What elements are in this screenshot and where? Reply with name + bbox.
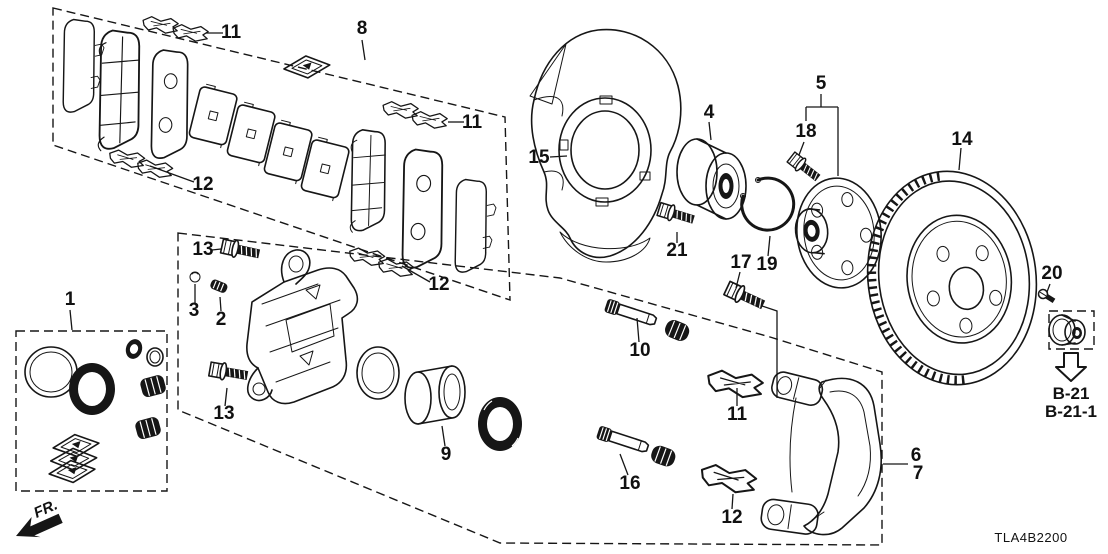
callout-4[interactable]: 4 [704,102,715,123]
front-direction-marker: FR. [16,496,63,538]
callout-5[interactable]: 5 [816,73,827,94]
callout-11-b[interactable]: 11 [462,112,483,133]
callout-6[interactable]: 6 [911,445,922,466]
callout-7[interactable]: 7 [913,463,924,484]
callout-11-c[interactable]: 11 [727,404,748,425]
callout-8[interactable]: 8 [357,18,368,39]
pad-kit-box [52,7,511,301]
drawing-code: TLA4B2200 [994,530,1067,545]
callout-18[interactable]: 18 [795,121,816,142]
part-hub-bolt-21 [655,200,697,229]
callout-13-a[interactable]: 13 [192,239,213,260]
part-pad-retainers-top-left [141,14,210,44]
part-caliper-bracket [760,371,883,536]
callout-15[interactable]: 15 [528,147,550,168]
callout-14[interactable]: 14 [951,129,973,150]
front-arrow-icon [16,513,63,538]
part-pad-retainers-bottom-right [347,245,416,280]
part-bleeder-screw [210,279,228,293]
part-snap-ring [740,176,796,232]
part-wheel-bearing [676,138,747,220]
part-retainer-12c [697,460,759,497]
part-spindle-nut [1048,314,1086,346]
callout-12-a[interactable]: 12 [192,174,213,195]
callout-11-a[interactable]: 11 [221,22,242,43]
ref-link-b21-1[interactable]: B-21-1 [1045,402,1097,421]
callout-12-b[interactable]: 12 [428,274,449,295]
see-reference-arrow [1055,352,1087,382]
part-piston-boot [478,397,522,451]
part-piston [404,365,466,425]
part-slide-pin-10 [603,297,693,344]
part-caliper-body [246,249,359,405]
callout-21[interactable]: 21 [666,240,688,261]
part-retainer-11c [704,366,765,402]
seal-kit-box [15,330,168,492]
callout-2[interactable]: 2 [216,309,227,330]
leader-lines [69,32,1051,510]
callout-10[interactable]: 10 [629,340,650,361]
callout-3[interactable]: 3 [189,300,200,321]
part-mount-bolt-17 [722,279,768,314]
callout-12-c[interactable]: 12 [721,507,742,528]
callout-16[interactable]: 16 [619,473,640,494]
part-disc-screw-20 [1037,288,1056,304]
part-brake-pad-set [58,18,499,275]
callout-17[interactable]: 17 [730,252,751,273]
part-piston-seal [356,346,400,400]
callout-1[interactable]: 1 [65,289,76,310]
part-seal-kit [24,339,166,486]
ref-link-b21[interactable]: B-21 [1053,384,1090,403]
part-flange-bolt-13b [207,359,250,385]
callout-9[interactable]: 9 [441,444,452,465]
part-slide-pin-16 [595,424,679,470]
callout-20[interactable]: 20 [1041,263,1062,284]
part-wheel-stud-18 [785,150,824,185]
part-bleeder-cap [189,271,201,283]
part-pad-retainers-top-right [381,99,449,131]
callout-19[interactable]: 19 [756,254,777,275]
part-brake-disc [866,170,1038,386]
callout-13-b[interactable]: 13 [213,403,234,424]
part-hub [794,177,882,289]
part-splash-guard [529,28,682,263]
